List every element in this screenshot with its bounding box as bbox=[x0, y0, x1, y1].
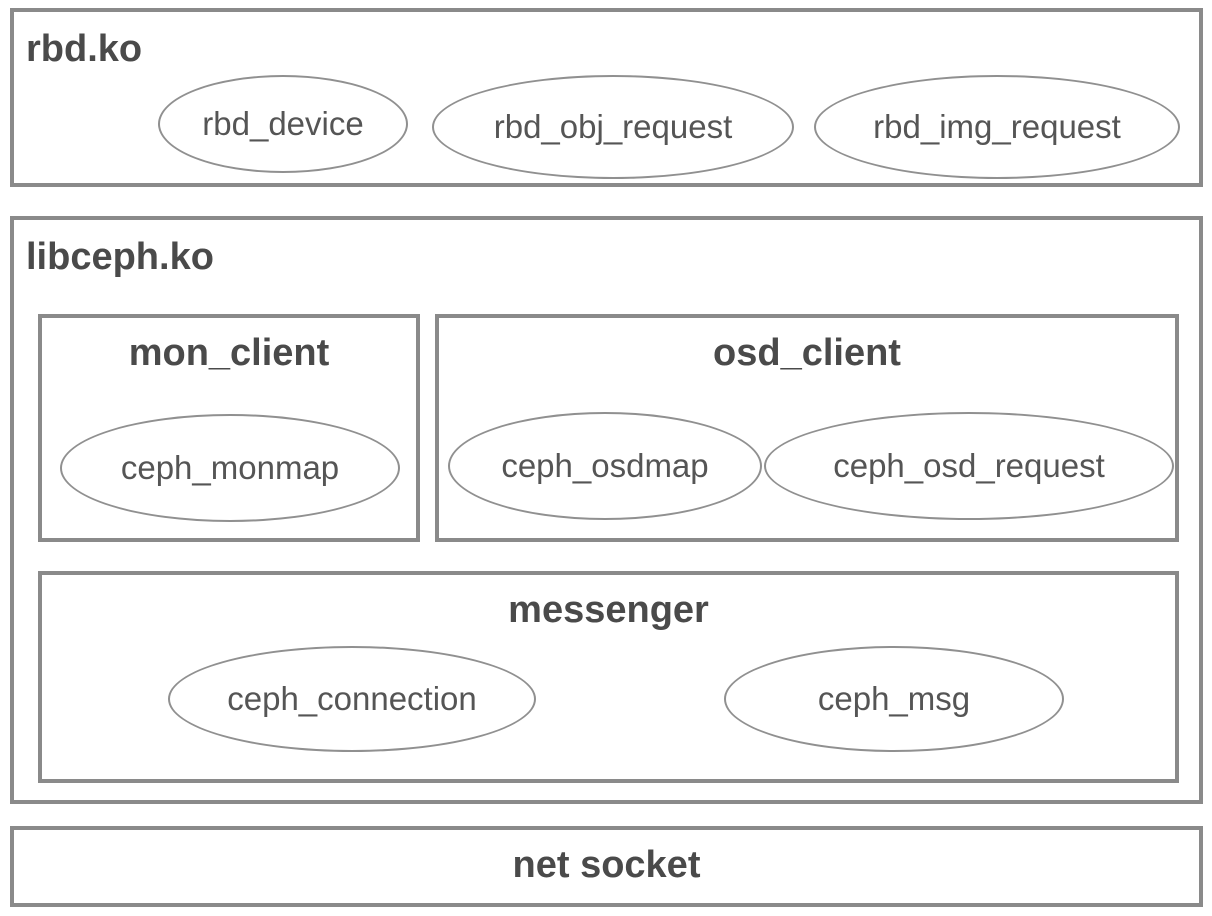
ceph-monmap-node: ceph_monmap bbox=[60, 414, 400, 522]
osd-client-box: osd_client ceph_osdmap ceph_osd_request bbox=[435, 314, 1179, 542]
rbd-module-title: rbd.ko bbox=[26, 28, 143, 70]
ceph-osdmap-node: ceph_osdmap bbox=[448, 412, 762, 520]
libceph-module: libceph.ko mon_client ceph_monmap osd_cl… bbox=[10, 216, 1203, 804]
ceph-osd-request-node: ceph_osd_request bbox=[764, 412, 1174, 520]
net-socket-box: net socket bbox=[10, 826, 1203, 907]
net-socket-title: net socket bbox=[512, 844, 701, 886]
osd-client-title: osd_client bbox=[713, 332, 901, 374]
rbd-module: rbd.ko rbd_device rbd_obj_request rbd_im… bbox=[10, 8, 1203, 187]
messenger-box: messenger ceph_connection ceph_msg bbox=[38, 571, 1179, 783]
libceph-module-title: libceph.ko bbox=[26, 236, 214, 278]
ceph-msg-node: ceph_msg bbox=[724, 646, 1064, 752]
rbd-img-request-node: rbd_img_request bbox=[814, 75, 1180, 179]
messenger-title: messenger bbox=[508, 589, 709, 631]
ceph-connection-node: ceph_connection bbox=[168, 646, 536, 752]
mon-client-box: mon_client ceph_monmap bbox=[38, 314, 420, 542]
rbd-obj-request-node: rbd_obj_request bbox=[432, 75, 794, 179]
rbd-device-node: rbd_device bbox=[158, 75, 408, 173]
mon-client-title: mon_client bbox=[128, 332, 330, 374]
